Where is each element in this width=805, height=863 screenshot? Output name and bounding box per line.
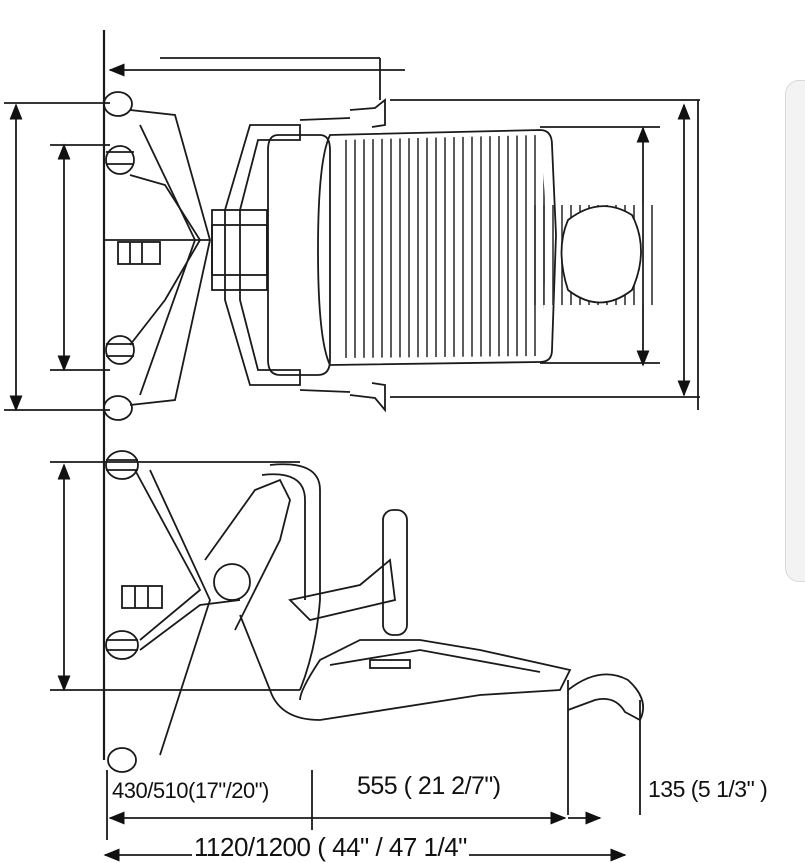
top-view	[4, 30, 700, 760]
side-view	[50, 450, 644, 862]
total-length-label: 1120/1200 ( 44" / 47 1/4"	[192, 832, 469, 863]
headrest-length-label: 135 (5 1/3" )	[648, 776, 768, 802]
star-base-side	[105, 450, 241, 773]
seat-depth-label: 430/510(17"/20")	[112, 778, 269, 803]
top-width-dimensions	[4, 102, 110, 412]
top-offset-dimension	[108, 57, 405, 100]
side-height-dimension	[50, 461, 300, 692]
seat-side	[204, 463, 572, 721]
headrest-side	[567, 673, 644, 815]
seat-top	[211, 98, 386, 413]
side-panel	[785, 80, 805, 582]
headrest-top	[530, 205, 658, 305]
backrest-top	[317, 129, 557, 366]
star-base-top	[104, 109, 211, 406]
casters-top	[103, 91, 135, 421]
back-width-dimensions	[390, 99, 700, 410]
recline-length-label: 555 ( 21 2/7")	[357, 772, 501, 800]
